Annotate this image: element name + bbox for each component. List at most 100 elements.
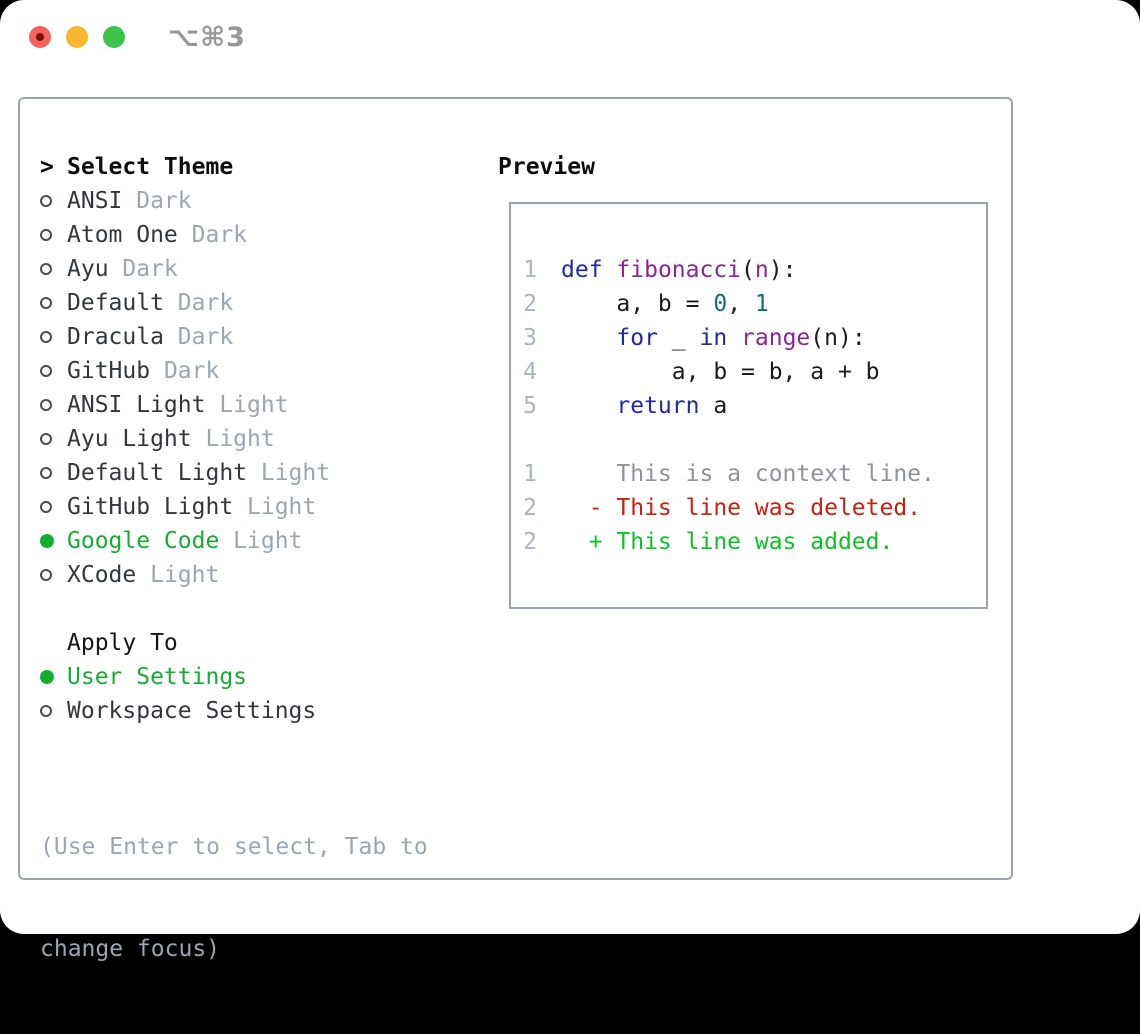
code-line: 5 return a (511, 389, 986, 423)
theme-option[interactable]: GitHub Dark (40, 354, 428, 388)
code-preview: 1 def fibonacci(n): 2 a, b = 0, 1 3 for … (511, 253, 986, 423)
prompt-caret-icon: > (40, 150, 67, 184)
theme-name: ANSI (67, 188, 122, 214)
code-text: a, b = 0, 1 (561, 287, 769, 321)
radio-icon (40, 399, 52, 411)
theme-option[interactable]: Default Light Light (40, 456, 428, 490)
theme-name: Default (67, 290, 164, 316)
window-title: ⌥⌘3 (168, 22, 246, 53)
diff-line: 1 This is a context line. (511, 457, 986, 491)
radio-icon (40, 569, 52, 581)
line-number: 2 (511, 287, 537, 321)
apply-to-option[interactable]: User Settings (40, 660, 428, 694)
theme-name: Dracula (67, 324, 164, 350)
theme-variant: Light (192, 426, 275, 452)
theme-variant: Light (205, 392, 288, 418)
diff-preview: 1 This is a context line. 2 - This line … (511, 457, 986, 559)
minimize-button[interactable] (66, 26, 88, 48)
theme-option[interactable]: Google Code Light (40, 524, 428, 558)
diff-text: This is a context line. (561, 457, 935, 491)
diff-text: - This line was deleted. (561, 491, 921, 525)
theme-option[interactable]: GitHub Light Light (40, 490, 428, 524)
close-button-dot-icon (36, 33, 44, 41)
code-text: return a (561, 389, 727, 423)
select-theme-title: Select Theme (67, 150, 233, 184)
theme-variant: Light (219, 528, 302, 554)
theme-variant: Dark (164, 290, 233, 316)
apply-to-options-list: User Settings Workspace Settings (40, 660, 428, 728)
code-line: 4 a, b = b, a + b (511, 355, 986, 389)
radio-icon (40, 467, 52, 479)
code-text: a, b = b, a + b (561, 355, 880, 389)
radio-icon (40, 229, 52, 241)
theme-variant: Light (136, 562, 219, 588)
radio-icon (40, 534, 54, 548)
theme-option[interactable]: ANSI Light Light (40, 388, 428, 422)
spacer (40, 592, 428, 626)
line-number: 2 (511, 525, 537, 559)
apply-to-option[interactable]: Workspace Settings (40, 694, 428, 728)
theme-name: Google Code (67, 528, 219, 554)
theme-variant: Light (233, 494, 316, 520)
theme-variant: Dark (164, 324, 233, 350)
theme-option[interactable]: ANSI Dark (40, 184, 428, 218)
radio-icon (40, 365, 52, 377)
app-window: ⌥⌘3 > Select Theme ANSI Dark Atom One Da… (0, 0, 1140, 934)
radio-icon (40, 670, 54, 684)
theme-name: XCode (67, 562, 136, 588)
theme-variant: Dark (122, 188, 191, 214)
radio-icon (40, 195, 52, 207)
diff-line: 2 + This line was added. (511, 525, 986, 559)
theme-option[interactable]: XCode Light (40, 558, 428, 592)
code-line: 1 def fibonacci(n): (511, 253, 986, 287)
theme-option[interactable]: Default Dark (40, 286, 428, 320)
radio-icon (40, 263, 52, 275)
spacer (511, 423, 986, 457)
theme-option[interactable]: Ayu Dark (40, 252, 428, 286)
theme-variant: Light (247, 460, 330, 486)
line-number: 5 (511, 389, 537, 423)
code-line: 3 for _ in range(n): (511, 321, 986, 355)
apply-to-label: User Settings (67, 660, 247, 694)
theme-option[interactable]: Dracula Dark (40, 320, 428, 354)
theme-name: GitHub Light (67, 494, 233, 520)
code-text: for _ in range(n): (561, 321, 866, 355)
theme-option[interactable]: Ayu Light Light (40, 422, 428, 456)
theme-options-list: ANSI Dark Atom One Dark Ayu Dark Default… (40, 184, 428, 592)
help-text-line2: change focus) (40, 932, 428, 966)
theme-picker-panel: > Select Theme ANSI Dark Atom One Dark A… (18, 97, 1013, 880)
theme-variant: Dark (178, 222, 247, 248)
diff-line: 2 - This line was deleted. (511, 491, 986, 525)
theme-name: GitHub (67, 358, 150, 384)
spacer (40, 728, 428, 762)
apply-to-heading: Apply To (40, 626, 428, 660)
preview-title: Preview (498, 150, 595, 184)
theme-name: Default Light (67, 460, 247, 486)
theme-list-column: > Select Theme ANSI Dark Atom One Dark A… (40, 150, 428, 1034)
radio-icon (40, 705, 52, 717)
radio-icon (40, 331, 52, 343)
help-text-line1: (Use Enter to select, Tab to (40, 830, 428, 864)
apply-to-label: Workspace Settings (67, 694, 316, 728)
radio-icon (40, 433, 52, 445)
radio-icon (40, 501, 52, 513)
code-line: 2 a, b = 0, 1 (511, 287, 986, 321)
apply-to-title: Apply To (67, 626, 178, 660)
theme-option[interactable]: Atom One Dark (40, 218, 428, 252)
theme-name: Atom One (67, 222, 178, 248)
theme-name: Ayu (67, 256, 109, 282)
close-button[interactable] (29, 26, 51, 48)
code-text: def fibonacci(n): (561, 253, 796, 287)
maximize-button[interactable] (103, 26, 125, 48)
preview-box: 1 def fibonacci(n): 2 a, b = 0, 1 3 for … (509, 202, 988, 609)
line-number: 3 (511, 321, 537, 355)
radio-icon (40, 297, 52, 309)
line-number: 4 (511, 355, 537, 389)
theme-name: Ayu Light (67, 426, 192, 452)
theme-variant: Dark (109, 256, 178, 282)
theme-variant: Dark (150, 358, 219, 384)
line-number: 2 (511, 491, 537, 525)
select-theme-heading: > Select Theme (40, 150, 428, 184)
diff-text: + This line was added. (561, 525, 893, 559)
line-number: 1 (511, 253, 537, 287)
